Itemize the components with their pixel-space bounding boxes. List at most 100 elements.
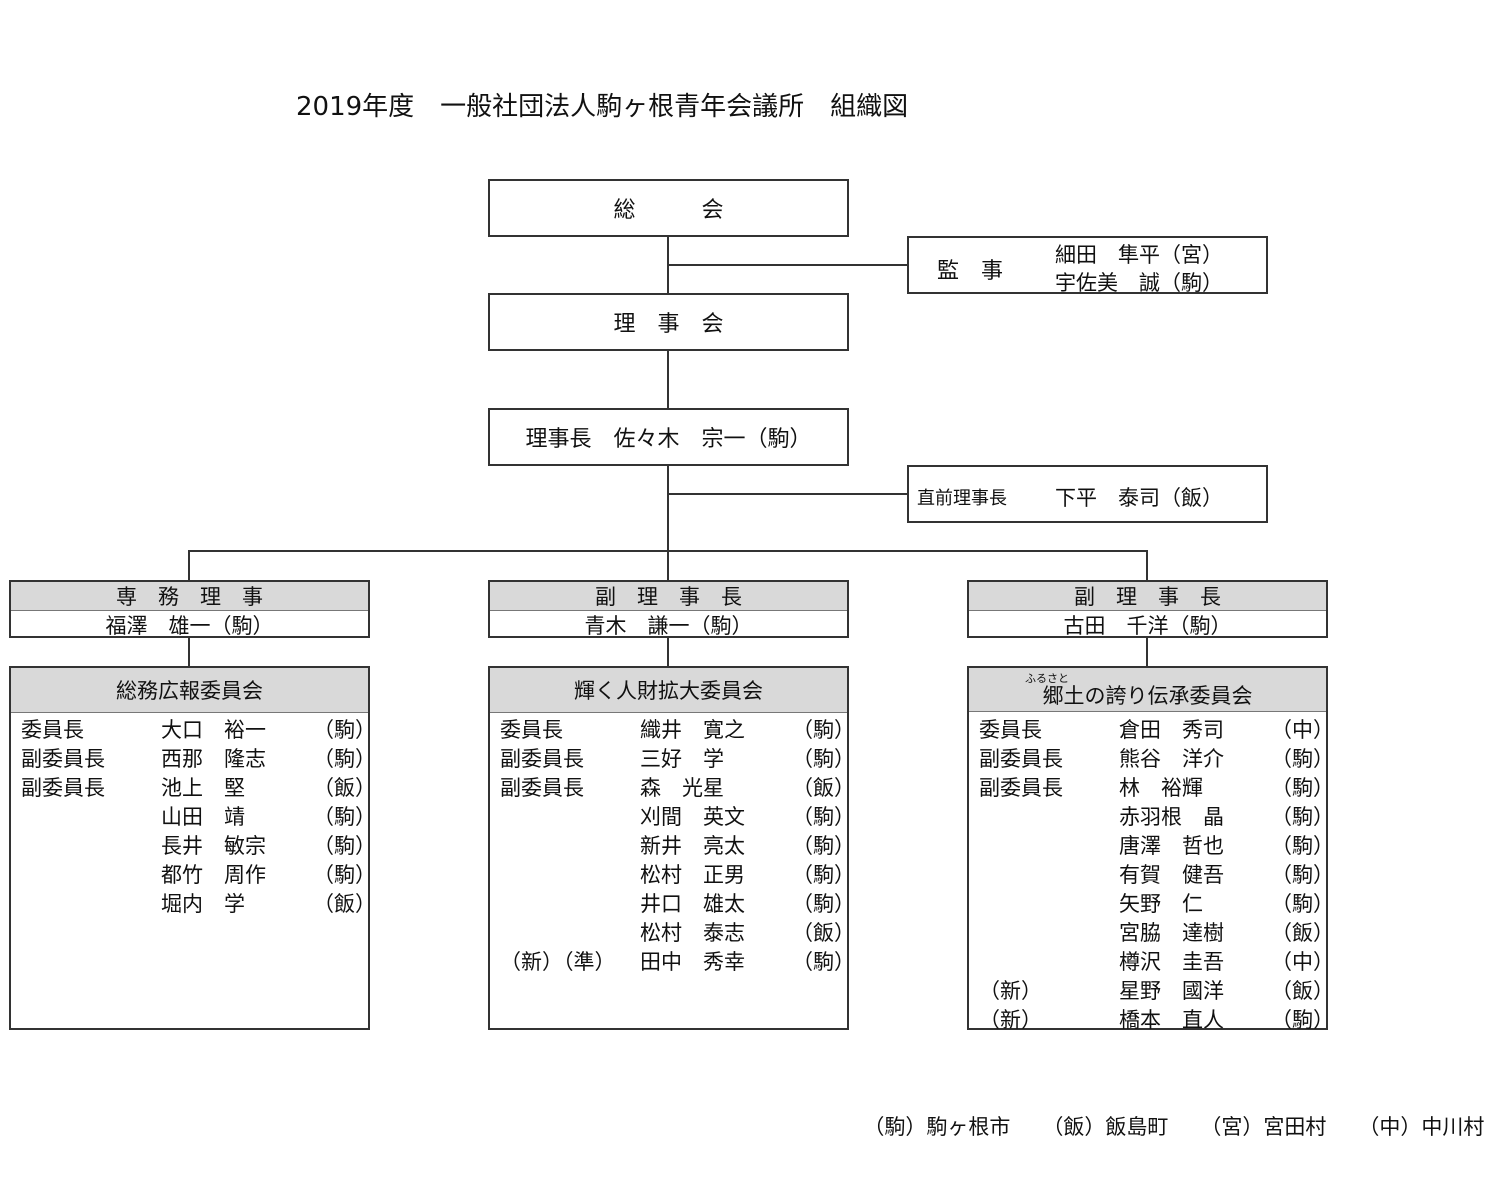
- member-name: 矢野 仁: [1119, 892, 1203, 916]
- member-role: （新）（準）: [500, 950, 616, 974]
- member-municipality: （駒）: [1271, 805, 1334, 829]
- member-row: 委員長大口 裕一（駒）: [11, 714, 376, 742]
- member-name: 宮脇 達樹: [1119, 921, 1224, 945]
- legend-item: （駒）駒ヶ根市: [863, 1115, 1011, 1139]
- member-row: 副委員長熊谷 洋介（駒）: [969, 743, 1334, 771]
- connector-past-president: [668, 493, 908, 495]
- member-row: 副委員長 池上 堅 （飯）: [11, 772, 376, 800]
- officer-name: 青木 謙一（駒）: [584, 614, 753, 638]
- member-row: 長井 敏宗 （駒）: [11, 830, 376, 858]
- member-name: 西那 隆志: [161, 747, 266, 771]
- member-role: 副委員長: [500, 776, 584, 800]
- member-row: 副委員長森 光星（飯）: [490, 772, 855, 800]
- member-row: 堀内 学（飯）: [11, 888, 376, 916]
- member-municipality: （中）: [1271, 950, 1334, 974]
- member-name: 織井 寛之: [640, 718, 745, 742]
- member-name: 井口 雄太: [640, 892, 745, 916]
- member-name: 田中 秀幸: [640, 950, 745, 974]
- member-municipality: （駒）: [313, 718, 376, 742]
- member-row: 刈間 英文（駒）: [490, 801, 855, 829]
- member-municipality: （飯）: [1271, 979, 1334, 1003]
- member-row: 副委員長 林 裕輝 （駒）: [969, 772, 1334, 800]
- member-municipality: （中）: [1271, 718, 1334, 742]
- member-municipality: （駒）: [1271, 776, 1334, 800]
- member-role: 副委員長: [979, 776, 1063, 800]
- general-assembly-box: 総 会: [488, 179, 849, 237]
- member-municipality: （駒）: [313, 834, 376, 858]
- member-municipality: （飯）: [313, 776, 376, 800]
- auditors-label: 監 事: [937, 259, 1004, 284]
- member-row: （新） 橋本 直人 （駒）: [969, 1004, 1334, 1032]
- connector-auditors: [668, 264, 908, 266]
- member-municipality: （飯）: [1271, 921, 1334, 945]
- member-role: 委員長: [500, 718, 563, 742]
- committee-box: 輝く人財拡大委員会 委員長織井 寛之（駒）副委員長三好 学（駒）副委員長森 光星…: [488, 666, 855, 1030]
- member-municipality: （駒）: [792, 834, 855, 858]
- member-name: 池上 堅: [161, 776, 245, 800]
- connector-officer-committee-center: [667, 637, 669, 667]
- officer-name: 古田 千洋（駒）: [1063, 614, 1232, 638]
- member-municipality: （駒）: [1271, 863, 1334, 887]
- connector-officer-committee-right: [1146, 637, 1148, 667]
- member-name: 橋本 直人: [1119, 1008, 1224, 1032]
- member-role: 委員長: [979, 718, 1042, 742]
- member-name: 唐澤 哲也: [1119, 834, 1224, 858]
- connector-officer-committee-left: [188, 637, 190, 667]
- auditors-box: 監 事 細田 隼平（宮） 宇佐美 誠（駒）: [907, 236, 1268, 295]
- member-municipality: （駒）: [313, 863, 376, 887]
- member-name: 長井 敏宗: [161, 834, 266, 858]
- member-municipality: （駒）: [313, 747, 376, 771]
- auditor-name: 細田 隼平（宮）: [1055, 243, 1223, 267]
- member-name: 星野 國洋: [1119, 979, 1224, 1003]
- member-municipality: （駒）: [792, 892, 855, 916]
- member-row: 副委員長三好 学（駒）: [490, 743, 855, 771]
- member-row: 都竹 周作 （駒）: [11, 859, 376, 887]
- member-name: 森 光星: [640, 776, 724, 800]
- member-municipality: （駒）: [792, 950, 855, 974]
- member-name: 三好 学: [640, 747, 724, 771]
- president-box: 理事長 佐々木 宗一（駒）: [488, 408, 849, 466]
- member-row: 樽沢 圭吾 （中）: [969, 946, 1334, 974]
- officer-title: 専 務 理 事: [11, 582, 368, 611]
- member-name: 樽沢 圭吾: [1119, 950, 1224, 974]
- member-name: 松村 正男: [640, 863, 745, 887]
- member-row: （新） 星野 國洋 （飯）: [969, 975, 1334, 1003]
- member-municipality: （駒）: [313, 805, 376, 829]
- member-role: 委員長: [21, 718, 84, 742]
- member-row: 委員長織井 寛之（駒）: [490, 714, 855, 742]
- member-row: 新井 亮太（駒）: [490, 830, 855, 858]
- legend-item: （宮）宮田村: [1200, 1115, 1327, 1139]
- member-role: （新）: [979, 1008, 1042, 1032]
- connector-board-president: [667, 350, 669, 408]
- legend-item: （中）中川村: [1358, 1115, 1485, 1139]
- member-municipality: （駒）: [792, 805, 855, 829]
- officer-title: 副 理 事 長: [969, 582, 1326, 611]
- committee-name-text: 郷土の誇り伝承委員会: [1042, 683, 1253, 708]
- committee-name-text: 輝く人財拡大委員会: [574, 679, 763, 703]
- member-row: 唐澤 哲也（駒）: [969, 830, 1334, 858]
- member-municipality: （駒）: [792, 747, 855, 771]
- member-row: 山田 靖（駒）: [11, 801, 376, 829]
- member-name: 倉田 秀司: [1119, 718, 1224, 742]
- member-municipality: （駒）: [1271, 1008, 1334, 1032]
- auditor-name: 宇佐美 誠（駒）: [1055, 271, 1223, 295]
- connector-branch-left: [188, 550, 190, 581]
- member-row: （新）（準） 田中 秀幸 （駒）: [490, 946, 855, 974]
- member-role: 副委員長: [21, 776, 105, 800]
- committee-name: 総務広報委員会: [11, 668, 368, 713]
- connector-horizontal-branch: [188, 550, 1148, 552]
- officer-box: 副 理 事 長 古田 千洋（駒）: [967, 580, 1328, 638]
- board-box: 理 事 会: [488, 293, 849, 351]
- committee-name: 輝く人財拡大委員会: [490, 668, 847, 713]
- member-row: 宮脇 達樹 （飯）: [969, 917, 1334, 945]
- member-name: 林 裕輝: [1119, 776, 1203, 800]
- past-president-box: 直前理事長 下平 泰司（飯）: [907, 465, 1268, 523]
- member-role: （新）: [979, 979, 1042, 1003]
- officer-name: 福澤 雄一（駒）: [105, 614, 274, 638]
- member-row: 赤羽根 晶（駒）: [969, 801, 1334, 829]
- member-municipality: （飯）: [792, 921, 855, 945]
- member-name: 熊谷 洋介: [1119, 747, 1224, 771]
- member-row: 井口 雄太 （駒）: [490, 888, 855, 916]
- member-name: 都竹 周作: [161, 863, 266, 887]
- past-president-label: 直前理事長: [917, 488, 1007, 509]
